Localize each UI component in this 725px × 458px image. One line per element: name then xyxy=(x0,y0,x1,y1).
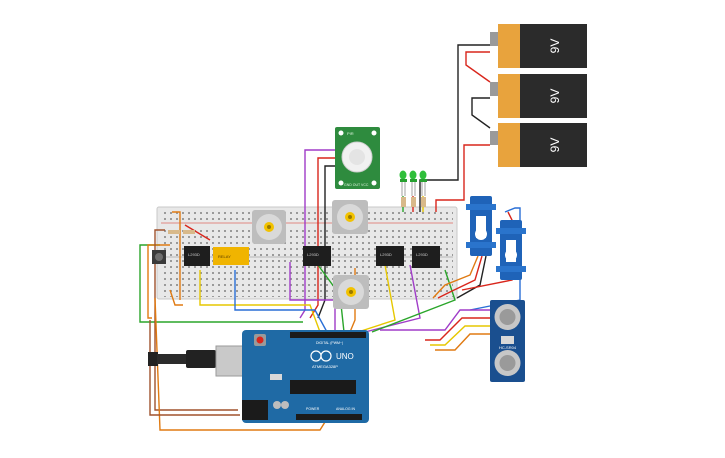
battery-2[interactable]: 9V xyxy=(490,74,587,118)
battery-1[interactable]: 9V xyxy=(490,24,587,68)
arduino-uno[interactable]: UNO ATMEGA328P DIGITAL (PWM~) POWER ANAL… xyxy=(148,330,369,423)
resistor-left[interactable] xyxy=(168,230,195,234)
arduino-brand: UNO xyxy=(336,352,354,361)
dc-motor-1[interactable] xyxy=(252,210,286,244)
push-button[interactable] xyxy=(152,250,166,264)
motor-driver-1[interactable]: L293D xyxy=(184,246,210,266)
led-green-3[interactable] xyxy=(419,170,428,197)
dc-motor-3[interactable] xyxy=(333,275,369,309)
relay-module[interactable]: RELAY xyxy=(213,247,249,265)
battery-label: 9V xyxy=(548,39,562,54)
arduino-analog-label: ANALOG IN xyxy=(336,407,356,411)
arduino-digital-label: DIGITAL (PWM~) xyxy=(316,341,343,345)
battery-3[interactable]: 9V xyxy=(490,123,587,167)
resistors[interactable] xyxy=(401,197,426,207)
pir-sensor[interactable]: PIR GND OUT VCC xyxy=(335,127,380,189)
pir-bottom-label: GND OUT VCC xyxy=(344,183,369,187)
motor-driver-label: L293D xyxy=(416,252,428,257)
relay-label: RELAY xyxy=(218,254,231,259)
arduino-chip: ATMEGA328P xyxy=(312,364,338,369)
motor-driver-label: L293D xyxy=(188,252,200,257)
motor-driver-2[interactable]: L293D xyxy=(303,246,331,266)
motor-driver-label: L293D xyxy=(380,252,392,257)
motor-driver-4[interactable]: L293D xyxy=(412,246,440,268)
dc-motor-2[interactable] xyxy=(332,200,368,234)
motor-driver-3[interactable]: L293D xyxy=(376,246,404,266)
battery-label: 9V xyxy=(548,89,562,104)
servo-2[interactable] xyxy=(496,220,526,280)
arduino-power-label: POWER xyxy=(306,407,320,411)
led-green-1[interactable] xyxy=(399,170,408,197)
ultrasonic-sensor[interactable]: HC-SR04 xyxy=(490,300,525,382)
pir-top-label: PIR xyxy=(347,131,354,136)
led-green-2[interactable] xyxy=(409,170,418,197)
motor-driver-label: L293D xyxy=(307,252,319,257)
battery-label: 9V xyxy=(548,138,562,153)
ultrasonic-label: HC-SR04 xyxy=(499,345,517,350)
servo-1[interactable] xyxy=(466,196,496,256)
